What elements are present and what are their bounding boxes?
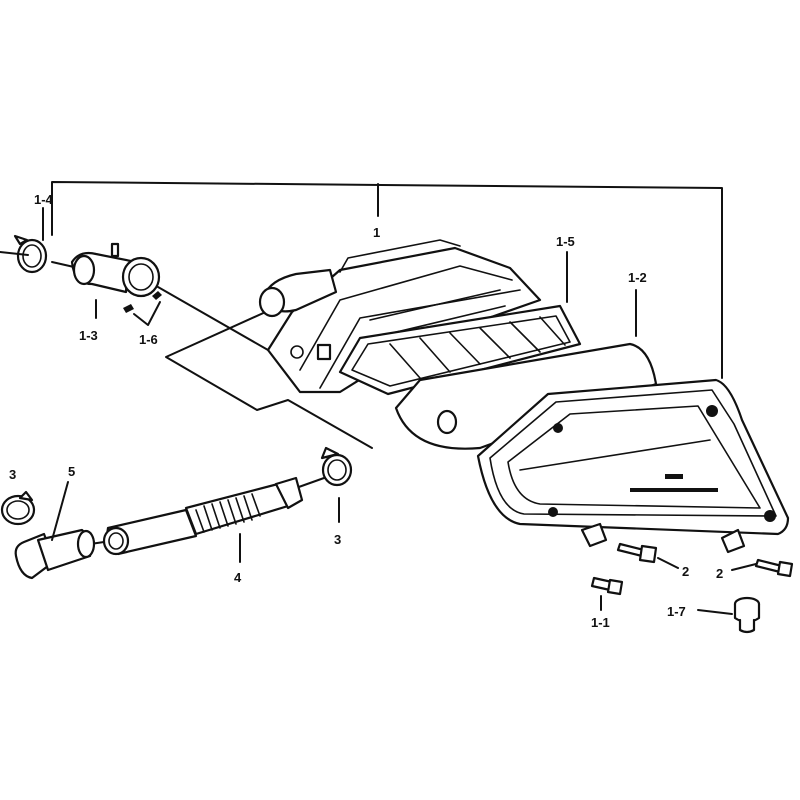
filter-element-1-2[interactable]	[394, 289, 658, 450]
label-1-7: 1-7	[667, 604, 686, 619]
label-4: 4	[234, 570, 242, 585]
label-1-4: 1-4	[34, 192, 54, 207]
connection-lines	[0, 251, 373, 549]
label-1-5: 1-5	[556, 234, 575, 249]
label-1-6: 1-6	[139, 332, 158, 347]
clamp-3-right[interactable]	[320, 446, 353, 523]
label-2-left: 2	[682, 564, 689, 579]
label-3-left: 3	[9, 467, 16, 482]
label-3-right: 3	[334, 532, 341, 547]
drain-plug-1-7[interactable]	[697, 596, 761, 634]
bolt-2-right[interactable]	[731, 558, 794, 578]
label-5: 5	[68, 464, 75, 479]
screw-1-1[interactable]	[590, 576, 624, 611]
hose-4[interactable]	[102, 476, 304, 563]
label-1-2: 1-2	[628, 270, 647, 285]
label-1-1: 1-1	[591, 615, 610, 630]
elbow-tube-5[interactable]	[14, 481, 96, 580]
label-1: 1	[373, 225, 380, 240]
air-cleaner-cover[interactable]	[476, 378, 790, 554]
bolt-2-left[interactable]	[616, 542, 679, 569]
clamp-1-4[interactable]	[13, 207, 48, 274]
label-1-3: 1-3	[79, 328, 98, 343]
clamp-3-left[interactable]	[0, 490, 36, 526]
assembly-bracket	[51, 181, 723, 379]
intake-tube-1-3[interactable]	[70, 242, 161, 319]
label-2-right: 2	[716, 566, 723, 581]
screws-1-6[interactable]	[123, 291, 162, 326]
filter-frame-1-5[interactable]	[338, 251, 582, 396]
